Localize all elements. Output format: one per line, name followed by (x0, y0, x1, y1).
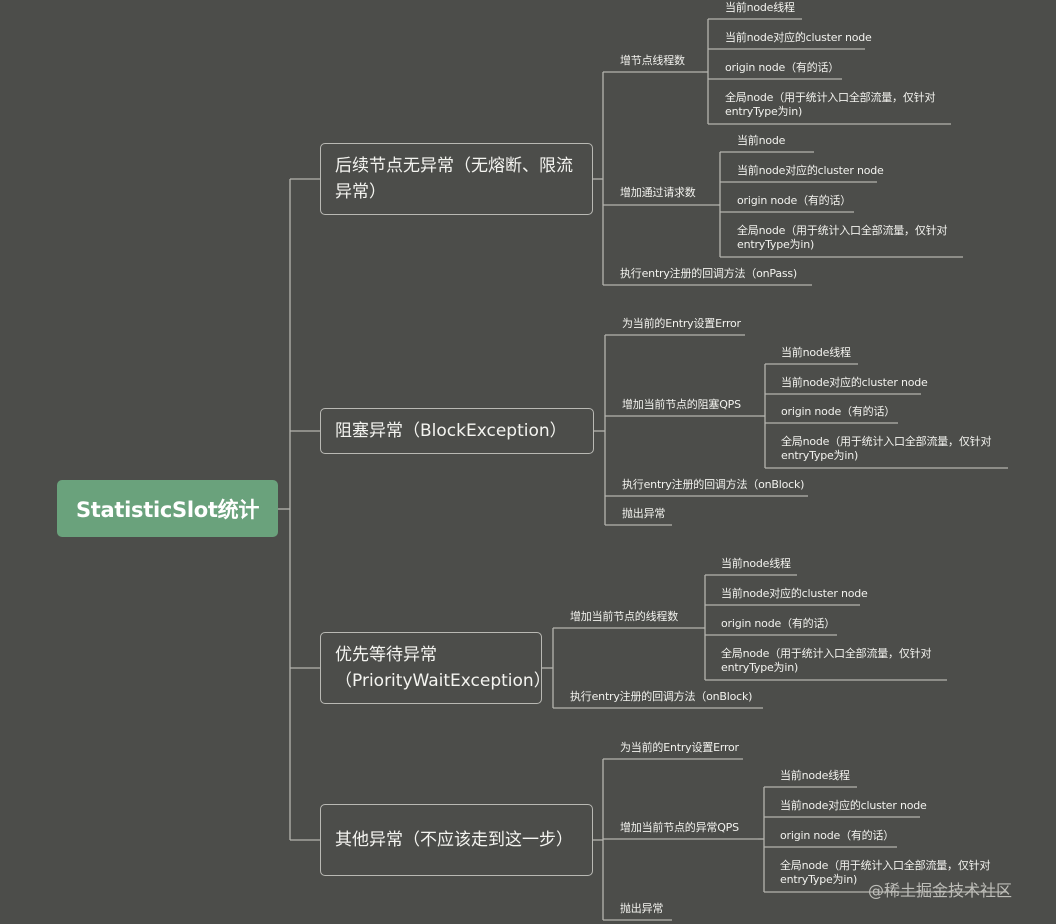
leaf-node[interactable]: 当前node对应的cluster node (721, 587, 868, 600)
leaf-node[interactable]: origin node（有的话） (780, 829, 895, 842)
branch-other-exception[interactable]: 其他异常（不应该走到这一步） (320, 804, 593, 876)
leaf-node[interactable]: 当前node线程 (725, 1, 795, 14)
leaf-node[interactable]: origin node（有的话） (737, 194, 852, 207)
leaf-node[interactable]: 全局node（用于统计入口全部流量，仅针对entryType为in) (780, 859, 991, 886)
sub-node[interactable]: 增加通过请求数 (620, 186, 696, 199)
sub-node[interactable]: 增加当前节点的异常QPS (620, 821, 739, 834)
root-node[interactable]: StatisticSlot统计 (57, 480, 278, 537)
sub-node[interactable]: 执行entry注册的回调方法（onBlock) (622, 478, 805, 491)
leaf-node[interactable]: 全局node（用于统计入口全部流量，仅针对entryType为in) (721, 647, 932, 674)
sub-node[interactable]: 执行entry注册的回调方法（onPass) (620, 267, 798, 280)
leaf-node[interactable]: origin node（有的话） (725, 61, 840, 74)
leaf-node[interactable]: 当前node线程 (780, 769, 850, 782)
leaf-node[interactable]: 全局node（用于统计入口全部流量，仅针对entryType为in) (737, 224, 948, 251)
branch-priority-wait-exception[interactable]: 优先等待异常（PriorityWaitException） (320, 632, 551, 704)
leaf-node[interactable]: 当前node (737, 134, 786, 147)
leaf-node[interactable]: 全局node（用于统计入口全部流量，仅针对entryType为in) (781, 435, 992, 462)
leaf-node[interactable]: 当前node对应的cluster node (737, 164, 884, 177)
leaf-node[interactable]: 全局node（用于统计入口全部流量，仅针对entryType为in) (725, 91, 936, 118)
sub-node[interactable]: 抛出异常 (620, 902, 664, 915)
leaf-node[interactable]: 当前node对应的cluster node (781, 376, 928, 389)
leaf-node[interactable]: 当前node对应的cluster node (780, 799, 927, 812)
branch-block-exception[interactable]: 阻塞异常（BlockException） (320, 408, 594, 454)
branch-no-exception[interactable]: 后续节点无异常（无熔断、限流异常） (320, 143, 593, 215)
sub-node[interactable]: 抛出异常 (622, 507, 666, 520)
watermark: @稀土掘金技术社区 (868, 881, 1013, 900)
sub-node[interactable]: 增加当前节点的线程数 (570, 610, 678, 623)
leaf-node[interactable]: 当前node对应的cluster node (725, 31, 872, 44)
sub-node[interactable]: 为当前的Entry设置Error (620, 741, 739, 754)
leaf-node[interactable]: origin node（有的话） (781, 405, 896, 418)
sub-node[interactable]: 增节点线程数 (620, 54, 685, 67)
leaf-node[interactable]: origin node（有的话） (721, 617, 836, 630)
sub-node[interactable]: 执行entry注册的回调方法（onBlock) (570, 690, 753, 703)
leaf-node[interactable]: 当前node线程 (781, 346, 851, 359)
sub-node[interactable]: 增加当前节点的阻塞QPS (622, 398, 741, 411)
leaf-node[interactable]: 当前node线程 (721, 557, 791, 570)
sub-node[interactable]: 为当前的Entry设置Error (622, 317, 741, 330)
